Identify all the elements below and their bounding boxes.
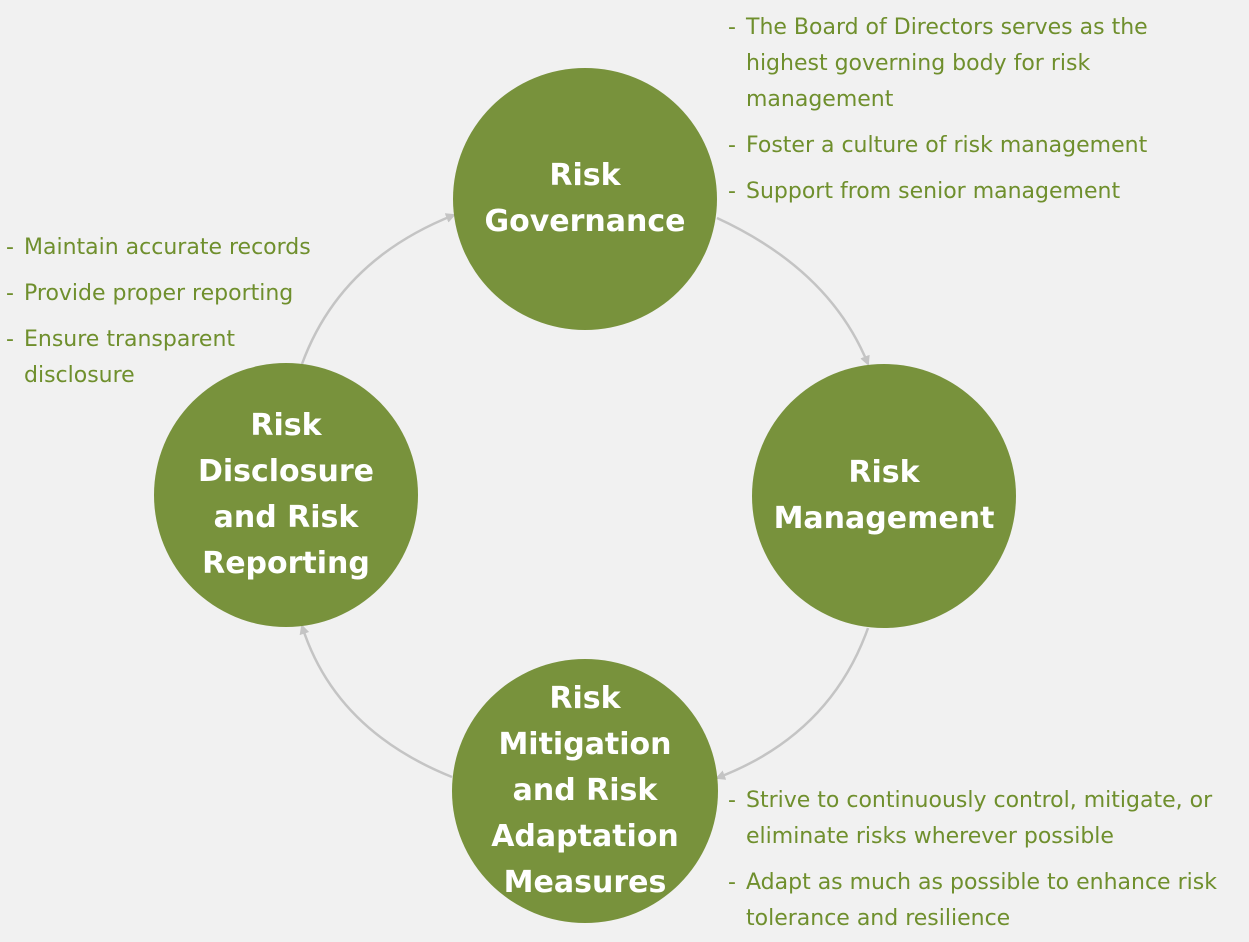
note-item: Support from senior management <box>728 174 1228 210</box>
node-label-line: Management <box>773 501 995 536</box>
arrow-governance-to-management <box>716 216 870 366</box>
mitigation-notes: Strive to continuously control, mitigate… <box>728 783 1243 942</box>
note-item: The Board of Directors serves as the hig… <box>728 10 1228 118</box>
arrow-mitigation-to-disclosure <box>299 624 453 779</box>
note-item: Adapt as much as possible to enhance ris… <box>728 865 1243 937</box>
node-label-line: Governance <box>484 204 686 239</box>
node-risk-management: Risk Management <box>752 364 1016 628</box>
node-risk-governance: Risk Governance <box>453 68 717 330</box>
node-label-line: Risk <box>848 455 920 490</box>
node-risk-disclosure: Risk Disclosure and Risk Reporting <box>154 363 418 627</box>
node-label-line: Adaptation <box>491 819 679 854</box>
node-label-line: and Risk <box>213 500 359 535</box>
note-item: Foster a culture of risk management <box>728 128 1228 164</box>
node-label-line: Reporting <box>202 546 370 581</box>
node-label-line: Mitigation <box>498 727 672 762</box>
note-item: Maintain accurate records <box>6 230 336 266</box>
node-label-line: Risk <box>549 158 621 193</box>
node-label-line: Risk <box>250 408 322 443</box>
note-item: Strive to continuously control, mitigate… <box>728 783 1243 855</box>
node-label-line: Disclosure <box>197 454 375 489</box>
node-label-line: and Risk <box>512 773 658 808</box>
node-label-line: Measures <box>503 865 667 900</box>
governance-notes: The Board of Directors serves as the hig… <box>728 10 1228 220</box>
arrow-management-to-mitigation <box>715 627 870 780</box>
node-label-line: Risk <box>549 681 621 716</box>
disclosure-notes: Maintain accurate records Provide proper… <box>6 230 336 404</box>
note-item: Ensure transparent disclosure <box>6 322 336 394</box>
node-risk-mitigation: Risk Mitigation and Risk Adaptation Meas… <box>452 659 718 923</box>
note-item: Provide proper reporting <box>6 276 336 312</box>
